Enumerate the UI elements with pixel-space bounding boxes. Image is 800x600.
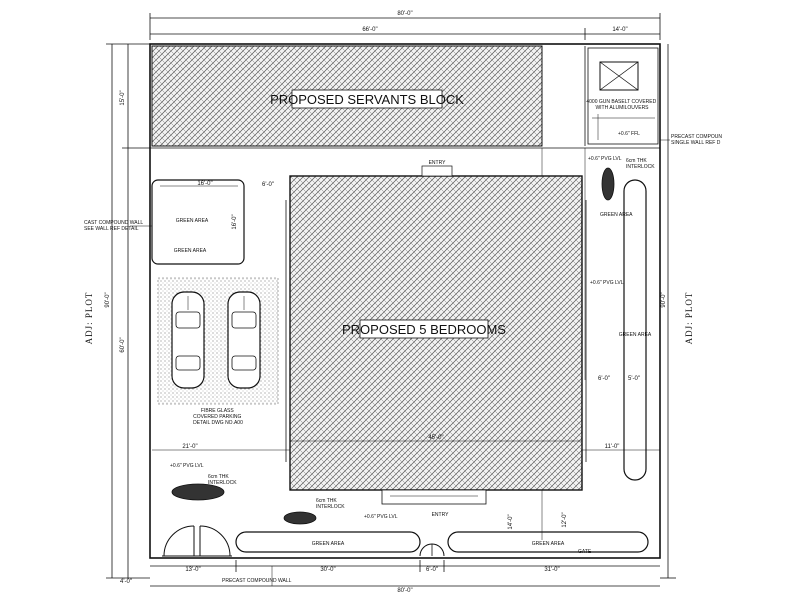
gate-label: GATE bbox=[578, 549, 592, 555]
plot-boundary bbox=[149, 43, 661, 559]
green-area-label-1: GREEN AREA bbox=[176, 218, 209, 224]
top-dimensions: 80'-0" 66'-0" 14'-0" bbox=[149, 11, 661, 40]
car-icon-1 bbox=[171, 291, 205, 389]
dim-left-overall: 90'-0" bbox=[105, 292, 111, 307]
level-label-1: +0.6" PVG LVL bbox=[588, 156, 622, 162]
main-house: ENTRY ENTRY PROPOSED 5 BEDROOMS 45'-0" bbox=[285, 160, 587, 518]
pedestrian-gate: GATE bbox=[419, 543, 592, 557]
dim-bottom-mid: 30'-0" bbox=[320, 567, 335, 573]
interlock-2-line-1: 6cm THK bbox=[208, 474, 229, 480]
interlock-1-line-1: 6cm THK bbox=[626, 158, 647, 164]
adj-plot-left-label: ADJ: PLOT bbox=[84, 292, 94, 345]
servants-block-label: PROPOSED SERVANTS BLOCK bbox=[270, 92, 464, 107]
dim-house-w: 45'-0" bbox=[428, 435, 443, 441]
entry-top-label: ENTRY bbox=[429, 160, 447, 166]
car-icon-2 bbox=[227, 291, 261, 389]
left-dimensions: 15'-0" 60'-0" 90'-0" bbox=[105, 43, 150, 579]
interlock-label-3: 6cm THK INTERLOCK bbox=[316, 498, 345, 510]
fibre-glass-line-1: FIBRE GLASS bbox=[201, 408, 234, 414]
cast-compound-line-1: CAST COMPOUND WALL bbox=[84, 220, 143, 226]
cast-compound-line-2: SEE WALL REF DETAIL bbox=[84, 226, 139, 232]
level-ffl: +0.6" FFL bbox=[618, 131, 640, 137]
interlock-label-2: 6cm THK INTERLOCK bbox=[208, 474, 237, 486]
entry-bottom-label: ENTRY bbox=[432, 512, 450, 518]
dim-right-overall: 90'-0" bbox=[661, 292, 667, 307]
wash-area: 4000 GUN BASELT COVERED WITH ALUMILOUVER… bbox=[586, 47, 659, 145]
interlock-1-line-2: INTERLOCK bbox=[626, 164, 655, 170]
dim-left-mid: 60'-0" bbox=[120, 337, 126, 352]
precast-right-line-2: SINGLE WALL REF D bbox=[671, 140, 721, 146]
green-area-label-3: GREEN AREA bbox=[600, 212, 633, 218]
dim-right-gap-2: 5'-0" bbox=[628, 376, 640, 382]
interlock-label-1: 6cm THK INTERLOCK bbox=[626, 158, 655, 170]
dim-top-right: 14'-0" bbox=[612, 27, 627, 33]
main-block-label: PROPOSED 5 BEDROOMS bbox=[342, 322, 506, 337]
bottom-green-strips: GREEN AREA GREEN AREA bbox=[235, 531, 649, 553]
precast-right-line-1: PRECAST COMPOUN bbox=[671, 134, 722, 140]
dim-top-overall: 80'-0" bbox=[397, 11, 412, 17]
bottom-dimensions: 13'-0" 30'-0" 6'-0" 31'-0" 80'-0" 4'-0" … bbox=[120, 560, 660, 594]
dim-front-setback: 14'-0" bbox=[508, 514, 514, 529]
green-area-label-5: GREEN AREA bbox=[312, 541, 345, 547]
main-gate bbox=[162, 525, 232, 557]
adj-plot-right-label: ADJ: PLOT bbox=[684, 292, 694, 345]
dim-garden-h: 16'-0" bbox=[232, 214, 238, 229]
green-area-label-4: GREEN AREA bbox=[619, 332, 652, 338]
garden-area: GREEN AREA GREEN AREA 16'-0" 16'-0" 6'-0… bbox=[151, 179, 274, 265]
dim-setback-right: 11'-0" bbox=[605, 444, 620, 450]
level-label-2: +0.6" PVG LVL bbox=[590, 280, 624, 286]
front-yard: 21'-0" +0.6" PVG LVL 6cm THK INTERLOCK 6… bbox=[170, 444, 568, 530]
dim-front-setback-2: 12'-0" bbox=[562, 512, 568, 527]
dim-top-left: 66'-0" bbox=[362, 27, 377, 33]
interlock-3-line-1: 6cm THK bbox=[316, 498, 337, 504]
level-label-3: +0.6" PVG LVL bbox=[170, 463, 204, 469]
dim-setback-top: 6'-0" bbox=[262, 182, 274, 188]
precast-right-label: PRECAST COMPOUN SINGLE WALL REF D bbox=[671, 134, 723, 146]
dim-bottom-right: 31'-0" bbox=[544, 567, 559, 573]
level-label-4: +0.6" PVG LVL bbox=[364, 514, 398, 520]
interlock-2-line-2: INTERLOCK bbox=[208, 480, 237, 486]
dim-setback-left: 21'-0" bbox=[182, 444, 197, 450]
precast-bottom-label: PRECAST COMPOUND WALL bbox=[222, 578, 292, 584]
wash-area-line-2: WITH ALUMILOUVERS bbox=[595, 105, 649, 111]
dim-garden-w: 16'-0" bbox=[197, 181, 212, 187]
dim-bottom-gate: 6'-0" bbox=[426, 567, 438, 573]
fibre-glass-label: FIBRE GLASS COVERED PARKING DETAIL DWG N… bbox=[193, 408, 243, 426]
interlock-3-line-2: INTERLOCK bbox=[316, 504, 345, 510]
servants-block: PROPOSED SERVANTS BLOCK bbox=[151, 45, 586, 147]
dim-bottom-overall: 80'-0" bbox=[397, 588, 412, 594]
wash-area-label: 4000 GUN BASELT COVERED WITH ALUMILOUVER… bbox=[586, 99, 657, 111]
covered-parking: FIBRE GLASS COVERED PARKING DETAIL DWG N… bbox=[157, 277, 279, 426]
right-side-features: 6cm THK INTERLOCK +0.6" PVG LVL GREEN AR… bbox=[588, 156, 655, 481]
green-area-label-6: GREEN AREA bbox=[532, 541, 565, 547]
fibre-glass-line-3: DETAIL DWG NO.A00 bbox=[193, 420, 243, 426]
cast-compound-label: CAST COMPOUND WALL SEE WALL REF DETAIL bbox=[84, 220, 144, 232]
wash-area-line-1: 4000 GUN BASELT COVERED bbox=[586, 99, 656, 105]
dim-bottom-left: 13'-0" bbox=[185, 567, 200, 573]
green-area-label-2: GREEN AREA bbox=[174, 248, 207, 254]
dim-right-gap: 6'-0" bbox=[598, 376, 610, 382]
fibre-glass-line-2: COVERED PARKING bbox=[193, 414, 241, 420]
right-dimensions: 90'-0" bbox=[660, 44, 676, 579]
dim-left-top: 15'-0" bbox=[120, 90, 126, 105]
dim-bottom-edge: 4'-0" bbox=[120, 579, 132, 585]
